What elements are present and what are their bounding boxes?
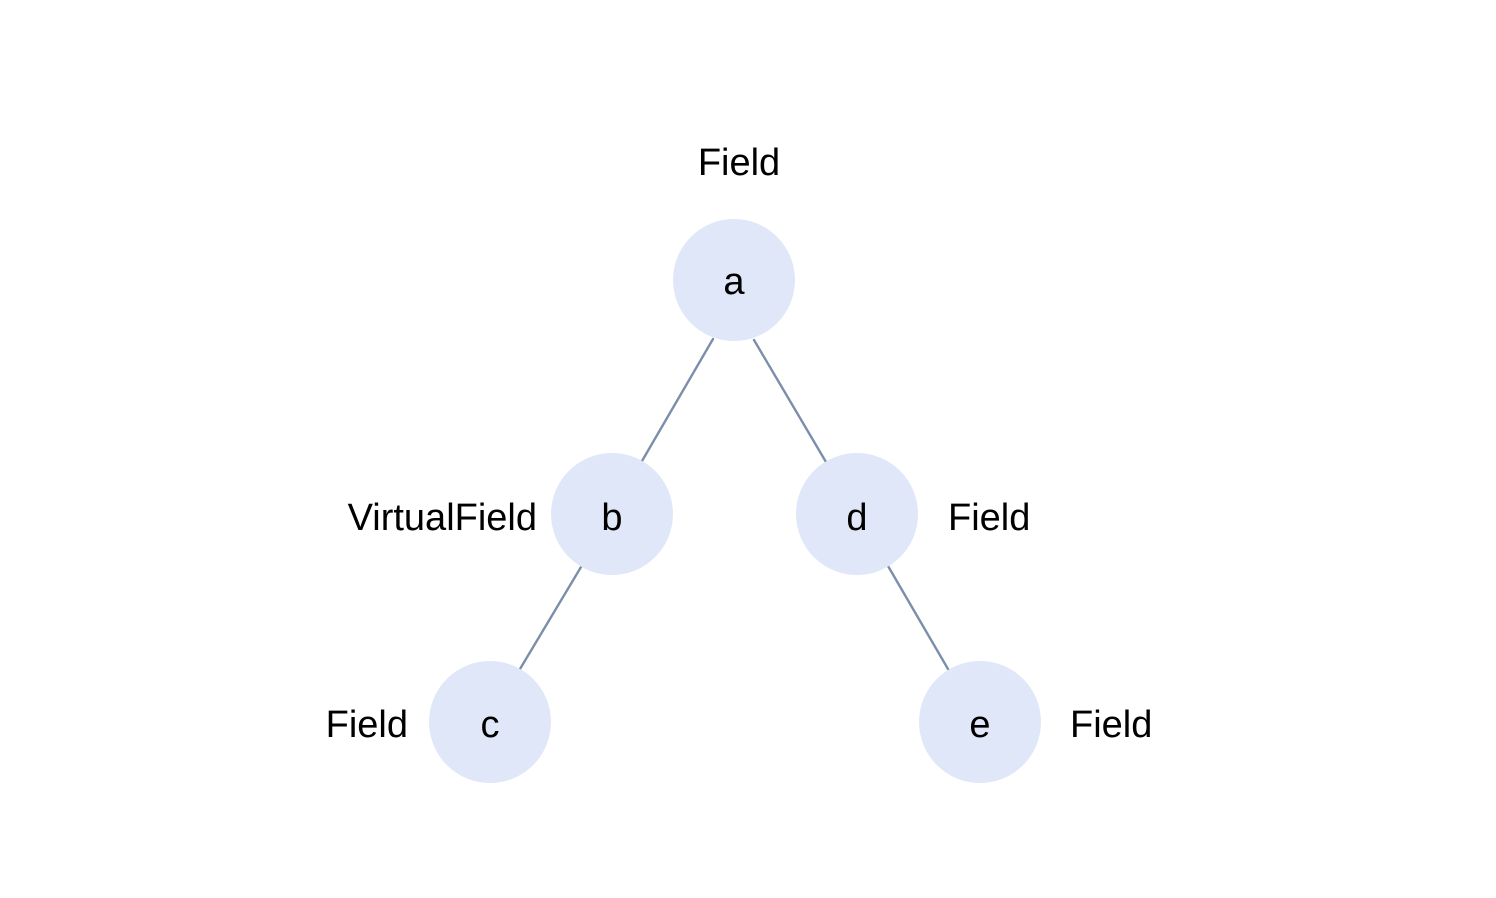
- node-circle-a: [673, 219, 795, 341]
- edge-a-b: [640, 337, 715, 463]
- edge-a-d: [752, 338, 828, 464]
- edge-d-e: [886, 564, 950, 671]
- tree-node-d: d Field: [796, 453, 1030, 575]
- node-label-d: d: [846, 497, 867, 539]
- node-circle-c: [429, 661, 551, 783]
- tree-node-e: e Field: [919, 661, 1152, 783]
- node-label-b: b: [601, 497, 622, 539]
- node-circle-b: [551, 453, 673, 575]
- type-label-e: Field: [1070, 704, 1152, 746]
- tree-node-a: a Field: [673, 142, 795, 341]
- node-circle-d: [796, 453, 918, 575]
- edges-layer: [518, 337, 950, 671]
- type-label-d: Field: [948, 497, 1030, 539]
- node-label-c: c: [481, 704, 500, 746]
- tree-node-b: b VirtualField: [348, 453, 673, 575]
- edge-b-c: [518, 565, 583, 671]
- node-label-e: e: [969, 704, 990, 746]
- nodes-layer: a Field b VirtualField c Field d Field e…: [326, 142, 1152, 783]
- node-circle-e: [919, 661, 1041, 783]
- type-label-c: Field: [326, 704, 408, 746]
- type-label-b: VirtualField: [348, 497, 537, 539]
- node-label-a: a: [723, 261, 745, 303]
- type-label-a: Field: [698, 142, 780, 184]
- tree-node-c: c Field: [326, 661, 551, 783]
